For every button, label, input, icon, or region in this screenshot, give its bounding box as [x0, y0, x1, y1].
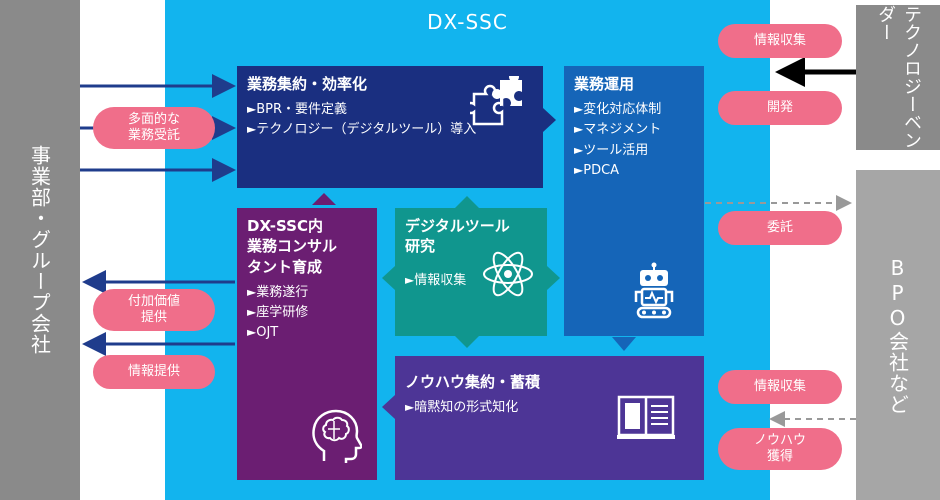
- robot-icon: [634, 262, 674, 319]
- puzzle-icon: [470, 76, 522, 126]
- tech-vendor-label: テクノロジーベンダー: [875, 5, 922, 149]
- info-provide-label: 情報提供: [127, 363, 180, 379]
- consulting-title-line3: タント育成: [247, 257, 323, 276]
- tri-digital-left: [382, 266, 395, 290]
- digital-tools-title-line2: 研究: [405, 237, 436, 256]
- operations-item: 変化対応体制: [574, 100, 694, 120]
- operations-item: ツール活用: [574, 141, 694, 161]
- consulting-title-line2: 業務コンサル: [247, 237, 338, 256]
- info-collect-top-label: 情報収集: [753, 32, 806, 48]
- digital-tools-title-line1: デジタルツール: [405, 217, 510, 235]
- digital-tools-box: デジタルツール 研究 情報収集: [395, 208, 547, 336]
- info-collect-bottom-label: 情報収集: [753, 378, 806, 394]
- tri-digital-up: [455, 196, 479, 208]
- knowhow-gain-line1: ノウハウ: [753, 432, 806, 448]
- knowhow-gain-pill: ノウハウ 獲得: [718, 428, 842, 470]
- added-value-line2: 提供: [140, 310, 167, 325]
- operations-item: PDCA: [574, 161, 694, 181]
- tri-operations-down: [612, 337, 636, 351]
- consulting-title-line1: DX-SSC内: [247, 217, 323, 235]
- consolidation-item: テクノロジー（デジタルツール）導入: [247, 120, 533, 140]
- tri-consulting-up: [312, 193, 336, 205]
- digital-tools-item: 情報収集: [405, 271, 537, 291]
- consulting-box: DX-SSC内 業務コンサル タント育成 業務遂行 座学研修 OJT: [237, 208, 377, 480]
- group-companies-panel: 事業部・グループ会社: [0, 0, 80, 500]
- added-value-line1: 付加価値: [127, 293, 180, 309]
- consolidation-title: 業務集約・効率化: [247, 75, 368, 93]
- consulting-item: 座学研修: [247, 303, 367, 323]
- knowhow-gain-line2: 獲得: [766, 449, 793, 464]
- dx-ssc-title: DX-SSC: [427, 10, 508, 34]
- atom-icon: [483, 251, 533, 297]
- develop-pill: 開発: [718, 91, 842, 125]
- operations-title: 業務運用: [574, 75, 635, 93]
- bpo-label: BPO会社など: [885, 255, 910, 415]
- tri-consolidation-operations: [543, 108, 556, 132]
- info-collect-top-pill: 情報収集: [718, 24, 842, 58]
- outsource-pill: 委託: [718, 211, 842, 245]
- tri-digital-right: [547, 266, 560, 290]
- info-provide-pill: 情報提供: [93, 355, 215, 389]
- multi-service-line2: 業務受託: [127, 128, 180, 143]
- group-companies-label: 事業部・グループ会社: [27, 145, 52, 355]
- multi-service-pill: 多面的な 業務受託: [93, 107, 215, 149]
- outsource-label: 委託: [766, 219, 793, 235]
- consolidation-item: BPR・要件定義: [247, 100, 533, 120]
- added-value-pill: 付加価値 提供: [93, 289, 215, 331]
- tri-knowhow-left: [382, 395, 395, 419]
- operations-box: 業務運用 変化対応体制 マネジメント ツール活用 PDCA: [564, 66, 704, 336]
- brain-head-icon: [312, 409, 362, 463]
- info-collect-bottom-pill: 情報収集: [718, 370, 842, 404]
- tri-digital-down: [455, 336, 479, 348]
- book-icon: [617, 395, 675, 439]
- consulting-item: 業務遂行: [247, 283, 367, 303]
- knowhow-item: 暗黙知の形式知化: [405, 398, 694, 418]
- digital-tools-title: デジタルツール 研究: [405, 216, 537, 257]
- develop-label: 開発: [766, 99, 793, 115]
- operations-item: マネジメント: [574, 120, 694, 140]
- knowhow-title: ノウハウ集約・蓄積: [405, 373, 541, 391]
- consulting-title: DX-SSC内 業務コンサル タント育成: [247, 216, 367, 277]
- multi-service-line1: 多面的な: [127, 111, 180, 127]
- tech-vendor-panel: テクノロジーベンダー: [856, 5, 940, 150]
- bpo-panel: BPO会社など: [856, 170, 940, 500]
- consulting-item: OJT: [247, 323, 367, 343]
